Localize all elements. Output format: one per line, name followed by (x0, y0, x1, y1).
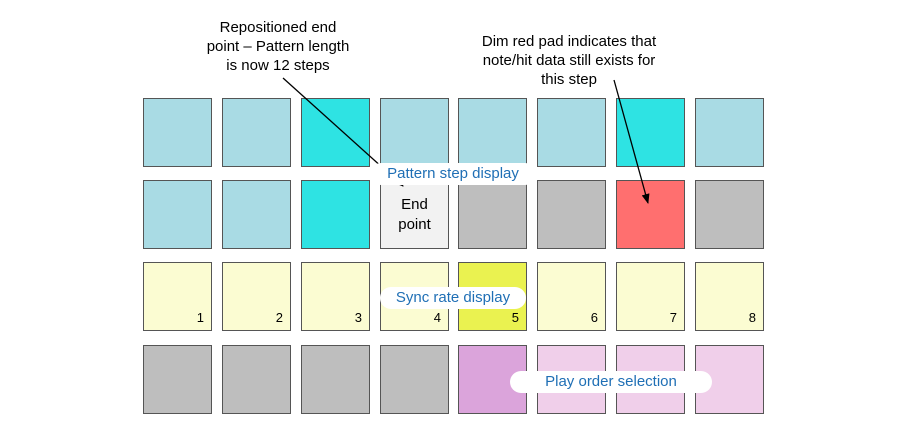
end-point-annotation: Repositioned end point – Pattern length … (206, 19, 350, 74)
sync-rate-display-label: Sync rate display (380, 287, 526, 309)
sync-rate-pad-number: 6 (590, 310, 598, 325)
pattern-row-1-pad-3[interactable] (301, 98, 370, 167)
dim-pad-arrow (613, 79, 650, 204)
pattern-row-2-pad-7[interactable] (616, 180, 685, 249)
pattern-row-1-pad-2[interactable] (222, 98, 291, 167)
pattern-row-2-pad-3[interactable] (301, 180, 370, 249)
play-order-row-pad-1[interactable] (143, 345, 212, 414)
play-order-row-pad-2[interactable] (222, 345, 291, 414)
pattern-step-display-label: Pattern step display (370, 163, 536, 185)
sync-rate-row-pad-1[interactable]: 1 (143, 262, 212, 331)
sync-rate-row-pad-6[interactable]: 6 (537, 262, 606, 331)
pattern-row-2-pad-4[interactable]: End point (380, 180, 449, 249)
sync-rate-pad-number: 8 (748, 310, 756, 325)
play-order-row-pad-3[interactable] (301, 345, 370, 414)
pattern-row-1-pad-5[interactable] (458, 98, 527, 167)
sync-rate-row-pad-2[interactable]: 2 (222, 262, 291, 331)
sync-rate-pad-number: 5 (511, 310, 519, 325)
pattern-row-2-pad-2[interactable] (222, 180, 291, 249)
play-order-row-pad-4[interactable] (380, 345, 449, 414)
sync-rate-pad-number: 2 (275, 310, 283, 325)
sync-rate-row-pad-8[interactable]: 8 (695, 262, 764, 331)
pattern-row-2-pad-6[interactable] (537, 180, 606, 249)
pattern-row-2-pad-1[interactable] (143, 180, 212, 249)
pattern-row-1-pad-8[interactable] (695, 98, 764, 167)
play-order-selection-label: Play order selection (510, 371, 712, 393)
pattern-row-2-pad-8[interactable] (695, 180, 764, 249)
pattern-row-1-pad-7[interactable] (616, 98, 685, 167)
sync-rate-pad-number: 7 (669, 310, 677, 325)
pattern-row-1-pad-6[interactable] (537, 98, 606, 167)
sync-rate-pad-number: 3 (354, 310, 362, 325)
pattern-row-1-pad-1[interactable] (143, 98, 212, 167)
sync-rate-pad-number: 4 (433, 310, 441, 325)
sync-rate-pad-number: 1 (196, 310, 204, 325)
end-point-pad-label: End point (398, 195, 431, 233)
dim-pad-annotation: Dim red pad indicates that note/hit data… (481, 33, 657, 88)
sync-rate-row-pad-3[interactable]: 3 (301, 262, 370, 331)
pattern-row-1-pad-4[interactable] (380, 98, 449, 167)
sync-rate-row-pad-7[interactable]: 7 (616, 262, 685, 331)
pattern-row-2-pad-5[interactable] (458, 180, 527, 249)
